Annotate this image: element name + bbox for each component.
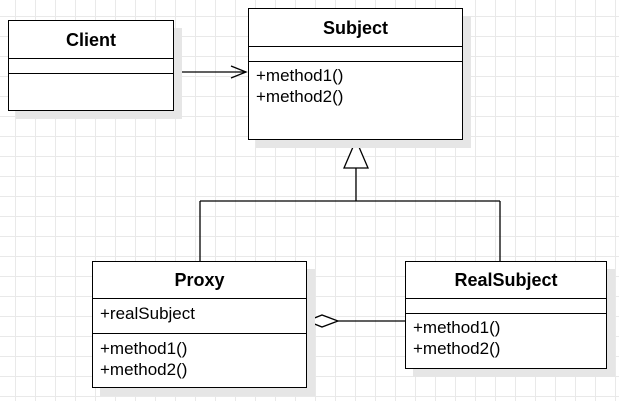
methods-section-client xyxy=(9,74,173,110)
method-row: +method2() xyxy=(413,339,501,358)
class-name-client: Client xyxy=(9,21,173,59)
method-row: +method1() xyxy=(413,318,501,337)
class-name-proxy: Proxy xyxy=(93,262,306,299)
class-subject[interactable]: Subject +method1() +method2() xyxy=(248,8,463,140)
method-row: +method1() xyxy=(256,66,344,85)
methods-section-realsubject: +method1() +method2() xyxy=(406,314,606,368)
class-name-realsubject: RealSubject xyxy=(406,262,606,299)
hollow-diamond-icon xyxy=(305,314,340,328)
attributes-section-proxy: +realSubject xyxy=(93,299,306,334)
hollow-triangle-icon xyxy=(343,138,369,169)
method-row: +method1() xyxy=(100,339,188,358)
method-row: +method2() xyxy=(256,87,344,106)
open-arrowhead-icon xyxy=(230,65,248,79)
attribute-row: +realSubject xyxy=(100,304,195,323)
attributes-section-client xyxy=(9,59,173,74)
methods-section-proxy: +method1() +method2() xyxy=(93,334,306,387)
class-client[interactable]: Client xyxy=(8,20,174,111)
class-realsubject[interactable]: RealSubject +method1() +method2() xyxy=(405,261,607,369)
attributes-section-subject xyxy=(249,47,462,62)
attributes-section-realsubject xyxy=(406,299,606,314)
method-row: +method2() xyxy=(100,360,188,379)
class-proxy[interactable]: Proxy +realSubject +method1() +method2() xyxy=(92,261,307,388)
methods-section-subject: +method1() +method2() xyxy=(249,62,462,139)
class-name-subject: Subject xyxy=(249,9,462,47)
